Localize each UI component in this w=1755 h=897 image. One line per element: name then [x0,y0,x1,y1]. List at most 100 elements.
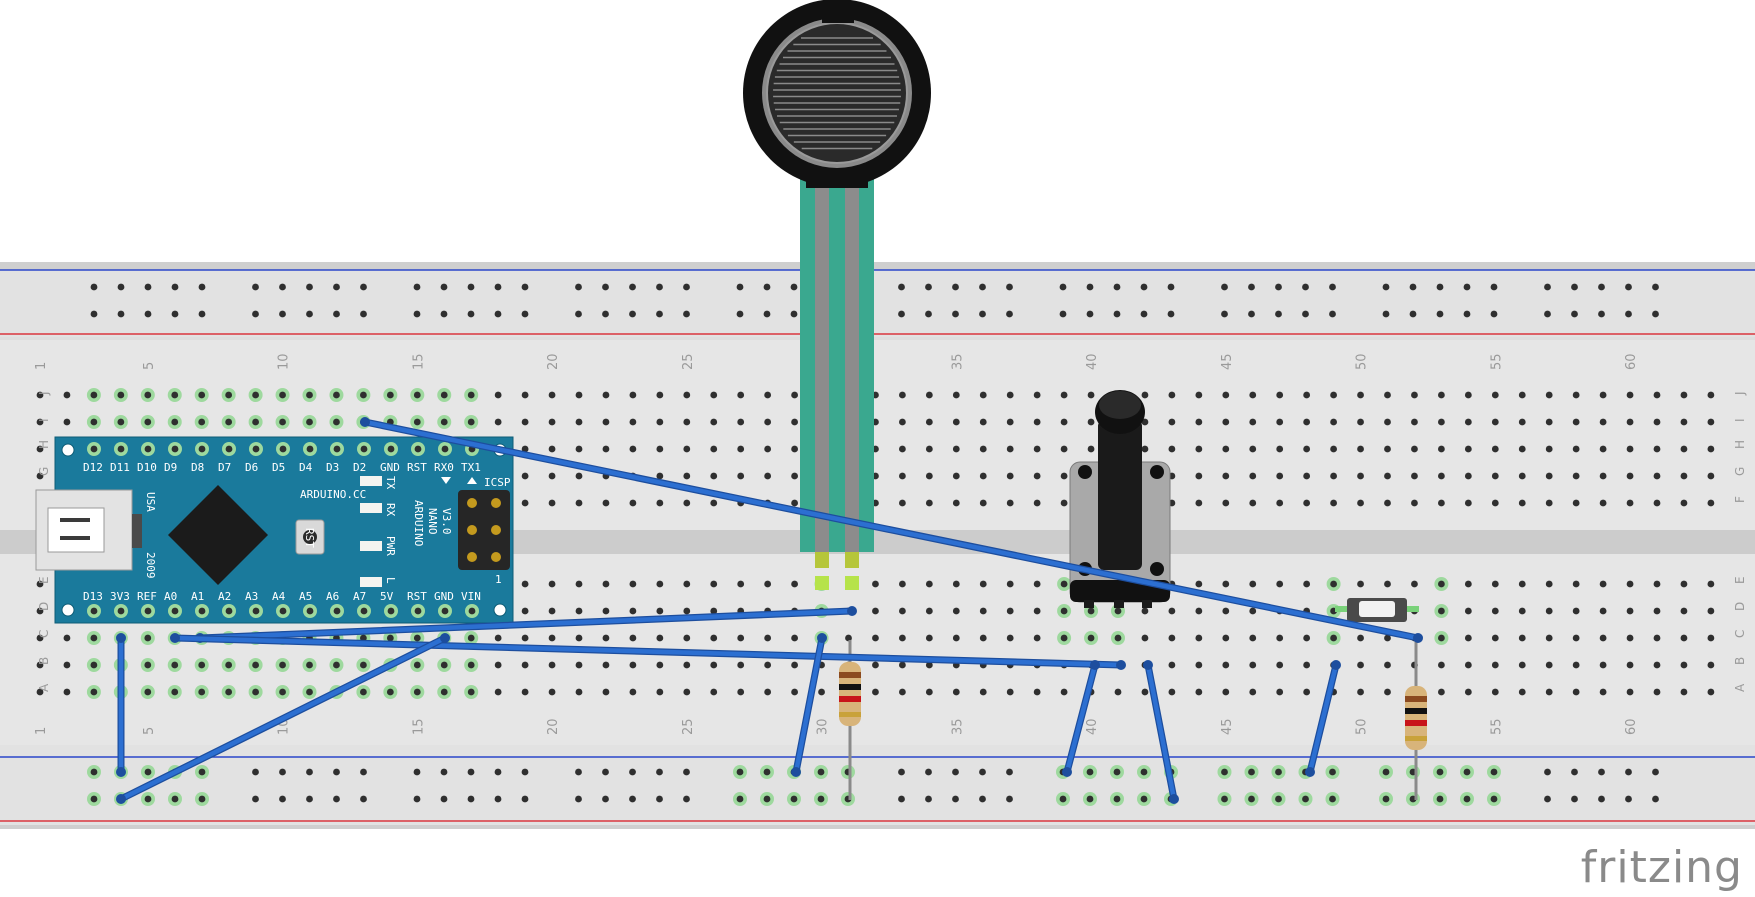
rail-hole [656,310,663,318]
column-number-top: 50 [1355,353,1370,370]
breadboard-hole [1653,418,1661,426]
breadboard-hole [1249,580,1257,588]
breadboard-hole [710,445,718,453]
rail-hole [656,768,663,776]
breadboard-hole [90,391,98,399]
breadboard-hole [737,445,745,453]
breadboard-hole [90,418,98,426]
nano-model-line-1: ARDUINO [412,500,425,546]
column-number-top: 45 [1220,353,1235,370]
rail-hole [979,283,986,291]
rail-hole [736,310,744,318]
breadboard-hole [872,634,879,642]
rail-hole [90,795,98,803]
breadboard-hole [117,418,125,426]
breadboard-hole [656,472,664,480]
breadboard-hole [1033,472,1041,480]
breadboard-hole [1006,418,1014,426]
column-number-bottom: 20 [546,718,561,735]
row-letter: E [37,576,51,584]
breadboard-hole [1626,661,1634,669]
breadboard-hole [1357,499,1364,507]
breadboard-hole [1545,391,1553,399]
rail-hole [979,310,986,318]
breadboard-hole [575,634,583,642]
breadboard-hole [1249,661,1257,669]
rail-hole [198,768,206,776]
breadboard-hole [440,688,448,696]
breadboard-hole [1303,499,1311,507]
breadboard-hole [952,499,960,507]
breadboard-hole [360,634,367,642]
jumper-wire [1064,662,1098,775]
breadboard-hole [1195,445,1203,453]
nano-bottom-pin-label: 3V3 [110,590,130,603]
breadboard-hole [710,688,718,696]
breadboard-hole [683,391,691,399]
rail-hole [898,768,905,776]
breadboard-hole [467,688,475,696]
rail-hole [1490,283,1498,291]
breadboard-hole [1384,391,1391,399]
rail-hole [1248,283,1255,291]
nano-top-pin-label: RST [407,461,427,474]
breadboard-hole [548,391,556,399]
rail-hole [1113,768,1121,776]
rail-hole [360,795,367,803]
nano-bottom-pin-label: REF [137,590,157,603]
column-number-bottom: 60 [1624,718,1639,735]
breadboard-hole [764,472,772,480]
rail-hole [1571,283,1578,291]
rail-hole [1652,310,1659,318]
rail-hole [575,768,582,776]
rail-hole [979,795,986,803]
breadboard-hole [36,472,44,480]
breadboard-hole [1518,634,1526,642]
rail-hole [521,768,529,776]
rail-hole [413,310,421,318]
breadboard-hole [548,499,556,507]
breadboard-hole [494,391,502,399]
rail-hole [144,768,152,776]
breadboard-hole [1545,445,1553,453]
fritzing-logo: fritzing [1580,842,1743,893]
breadboard-hole [1168,418,1176,426]
breadboard-hole [1276,688,1284,696]
breadboard-hole [1599,580,1607,588]
breadboard-hole [1276,445,1284,453]
rail-hole [1490,795,1498,803]
breadboard-hole [791,391,798,399]
rail-hole [1329,310,1336,318]
breadboard-hole [521,418,529,426]
breadboard-hole [386,688,394,696]
rail-hole [1490,768,1498,776]
rail-hole [1221,768,1228,776]
row-letter: J [1733,391,1747,396]
rail-hole [629,283,636,291]
rail-hole [629,310,636,318]
breadboard-hole [899,418,906,426]
breadboard-hole [1680,580,1688,588]
nano-rst-label: RST [303,528,316,548]
breadboard-hole [764,661,772,669]
breadboard-hole [629,418,637,426]
breadboard-hole [198,418,206,426]
rail-hole [144,283,152,291]
rail-hole [1059,795,1067,803]
fsr-tail [800,160,874,552]
breadboard-hole [925,688,933,696]
column-number-top: 15 [411,353,426,370]
breadboard-hole [656,391,664,399]
rail-hole [440,310,448,318]
rail-hole [333,768,340,776]
breadboard-hole [629,580,637,588]
rail-hole [1248,310,1255,318]
breadboard-hole [656,445,664,453]
breadboard-hole [791,445,798,453]
breadboard-hole [1653,634,1661,642]
breadboard-hole [1518,499,1526,507]
row-letter: C [37,630,51,638]
rail-hole [763,795,771,803]
breadboard-hole [764,580,772,588]
nano-top-pin-label: RX0 [434,461,454,474]
